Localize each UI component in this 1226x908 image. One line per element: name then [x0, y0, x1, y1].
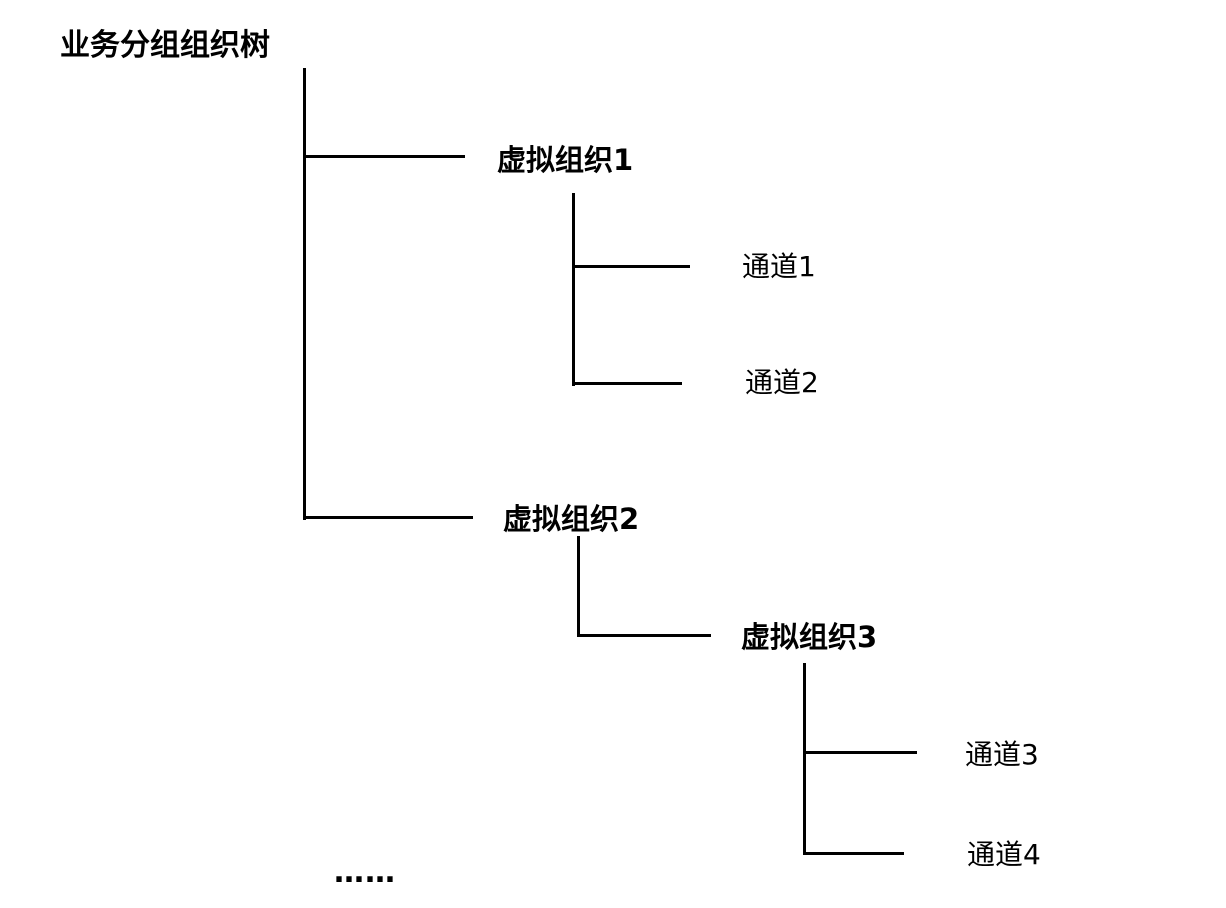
branch-line-org1	[303, 155, 465, 158]
org1-trunk-line	[572, 193, 575, 386]
tree-node-org3: 虚拟组织3	[741, 620, 878, 654]
branch-line-org2	[303, 516, 473, 519]
tree-node-org1: 虚拟组织1	[497, 143, 634, 177]
branch-line-channel3	[803, 751, 917, 754]
more-items-ellipsis: ……	[334, 855, 396, 890]
branch-line-channel2	[572, 382, 682, 385]
tree-node-channel4: 通道4	[967, 838, 1041, 871]
org2-trunk-line	[577, 536, 580, 637]
tree-node-channel1: 通道1	[742, 250, 816, 283]
tree-root-title: 业务分组组织树	[60, 28, 270, 63]
branch-line-org3	[577, 634, 711, 637]
branch-line-channel1	[572, 265, 690, 268]
tree-node-channel2: 通道2	[745, 366, 819, 399]
tree-node-channel3: 通道3	[965, 738, 1039, 771]
org3-trunk-line	[803, 663, 806, 855]
root-trunk-line	[303, 68, 306, 520]
tree-node-org2: 虚拟组织2	[503, 502, 640, 536]
branch-line-channel4	[803, 852, 904, 855]
